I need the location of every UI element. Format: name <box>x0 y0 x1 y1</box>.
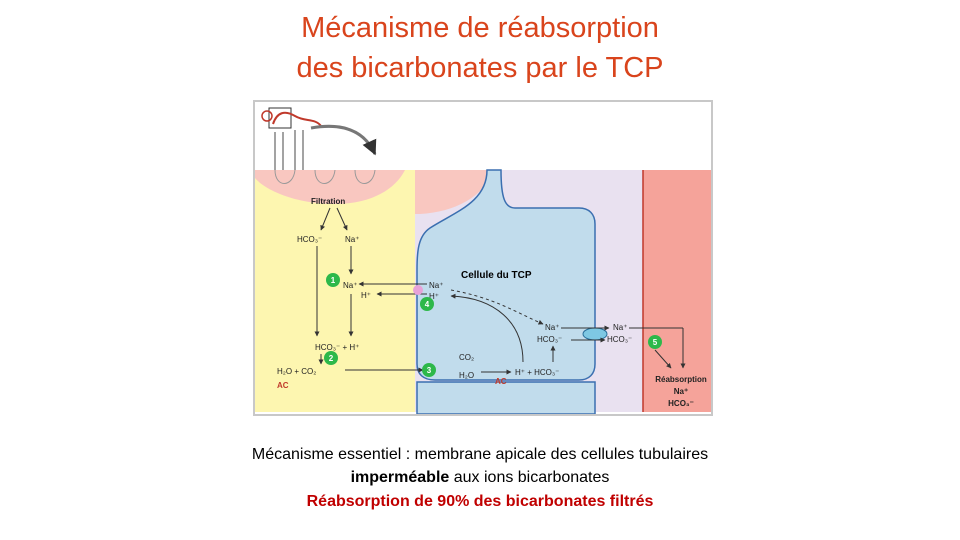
nbc-cotransporter <box>582 327 608 341</box>
caption-line-1: Mécanisme essentiel : membrane apicale d… <box>251 446 709 463</box>
label-hco3-interstitium: HCO₃⁻ <box>607 335 632 344</box>
label-hco3-filtered: HCO₃⁻ <box>297 235 322 244</box>
caption-bold-word: imperméable <box>350 469 450 486</box>
label-h-cell: H⁺ <box>429 292 439 301</box>
step-badge-3-label: 3 <box>427 366 432 375</box>
label-ac-cell: AC <box>495 377 507 386</box>
peritubular-vessel <box>643 170 711 412</box>
caption-line-3: Réabsorption de 90% des bicarbonates fil… <box>306 493 654 510</box>
step-badge-4-label: 4 <box>425 300 430 309</box>
label-filtration: Filtration <box>311 197 345 206</box>
step-badge-1-label: 1 <box>331 276 336 285</box>
label-hco3-basal: HCO₃⁻ <box>537 335 562 344</box>
label-na-cell: Na⁺ <box>429 281 443 290</box>
nephron-icon <box>261 107 377 170</box>
label-reabsorption-na: Na⁺ <box>674 387 688 396</box>
reabsorption-diagram: Filtration HCO₃⁻ Na⁺ 1 Na⁺ H⁺ Na⁺ H⁺ 4 C… <box>253 100 713 416</box>
adjacent-cell <box>416 381 596 415</box>
label-co2-cell: CO₂ <box>459 353 474 362</box>
label-h2o-co2-lumen: H₂O + CO₂ <box>277 367 316 376</box>
diagram-svg: Filtration HCO₃⁻ Na⁺ 1 Na⁺ H⁺ Na⁺ H⁺ 4 C… <box>255 107 711 415</box>
label-na-lumen: Na⁺ <box>343 281 357 290</box>
step-badge-5-label: 5 <box>653 338 658 347</box>
title-line-2: des bicarbonates par le TCP <box>296 52 664 84</box>
caption-line-2: imperméable aux ions bicarbonates <box>0 467 960 489</box>
step-badge-5 <box>648 335 662 349</box>
label-h-lumen: H⁺ <box>361 291 371 300</box>
label-ac-lumen: AC <box>277 381 289 390</box>
step-badge-2 <box>324 351 338 365</box>
tubular-lumen <box>255 170 415 412</box>
nhe-exchanger <box>413 285 423 295</box>
label-na-basal: Na⁺ <box>545 323 559 332</box>
step-badge-1 <box>326 273 340 287</box>
label-hco3-h-lumen: HCO₃⁻ + H⁺ <box>315 343 359 352</box>
step-badge-4 <box>420 297 434 311</box>
label-cell-tcp: Cellule du TCP <box>461 270 532 281</box>
caption-line-2-rest: aux ions bicarbonates <box>449 469 610 486</box>
label-na-interstitium: Na⁺ <box>613 323 627 332</box>
label-na-filtered: Na⁺ <box>345 235 359 244</box>
glomerulus-capillary <box>255 170 495 214</box>
label-h-hco3-cell: H⁺ + HCO₃⁻ <box>515 368 559 377</box>
label-reabsorption-hco3: HCO₃⁻ <box>668 399 694 408</box>
title-line-1: Mécanisme de réabsorption <box>301 12 659 44</box>
tcp-cell <box>416 169 596 381</box>
label-reabsorption: Réabsorption <box>655 375 707 384</box>
step-badge-2-label: 2 <box>329 354 334 363</box>
step-badge-3 <box>422 363 436 377</box>
label-h2o-cell: H₂O <box>459 371 474 380</box>
